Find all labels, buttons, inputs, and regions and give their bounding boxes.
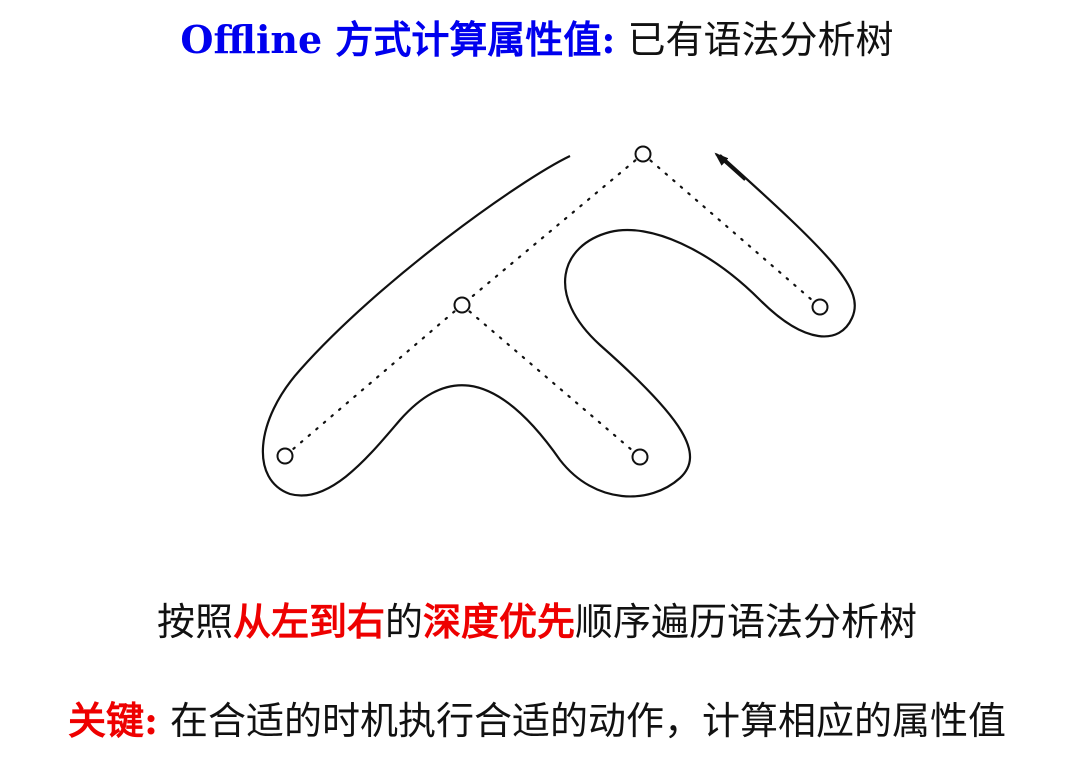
tree-edges [283, 152, 822, 459]
node-right-leaf [811, 298, 829, 316]
edge-root-right [641, 152, 822, 309]
key-label: 关键: [67, 698, 158, 743]
statement-part3: 顺序遍历语法分析树 [575, 600, 918, 644]
node-internal [453, 296, 471, 314]
tree-nodes [276, 145, 829, 466]
statement-part1: 按照 [156, 600, 233, 644]
key-statement: 关键: 在合适的时机执行合适的动作，计算相应的属性值 [0, 695, 1074, 747]
title-emphasis: Offline 方式计算属性值: [180, 17, 616, 62]
statement-part2: 的 [384, 600, 423, 644]
edge-mid-midleaf [460, 303, 642, 459]
traversal-contour [261, 154, 856, 498]
edge-mid-leftleaf [283, 303, 464, 458]
statement-red1: 从左到右 [232, 599, 385, 644]
key-text: 在合适的时机执行合适的动作，计算相应的属性值 [157, 699, 1007, 743]
node-middle-leaf [631, 448, 649, 466]
title-rest: 已有语法分析树 [615, 18, 894, 62]
node-left-leaf [276, 447, 294, 465]
traversal-statement: 按照从左到右的深度优先顺序遍历语法分析树 [0, 596, 1074, 648]
page-title: Offline 方式计算属性值: 已有语法分析树 [0, 14, 1074, 66]
arrow-icon [714, 152, 746, 181]
statement-red2: 深度优先 [423, 599, 576, 644]
edge-root-left [460, 152, 645, 307]
node-root [634, 145, 652, 163]
